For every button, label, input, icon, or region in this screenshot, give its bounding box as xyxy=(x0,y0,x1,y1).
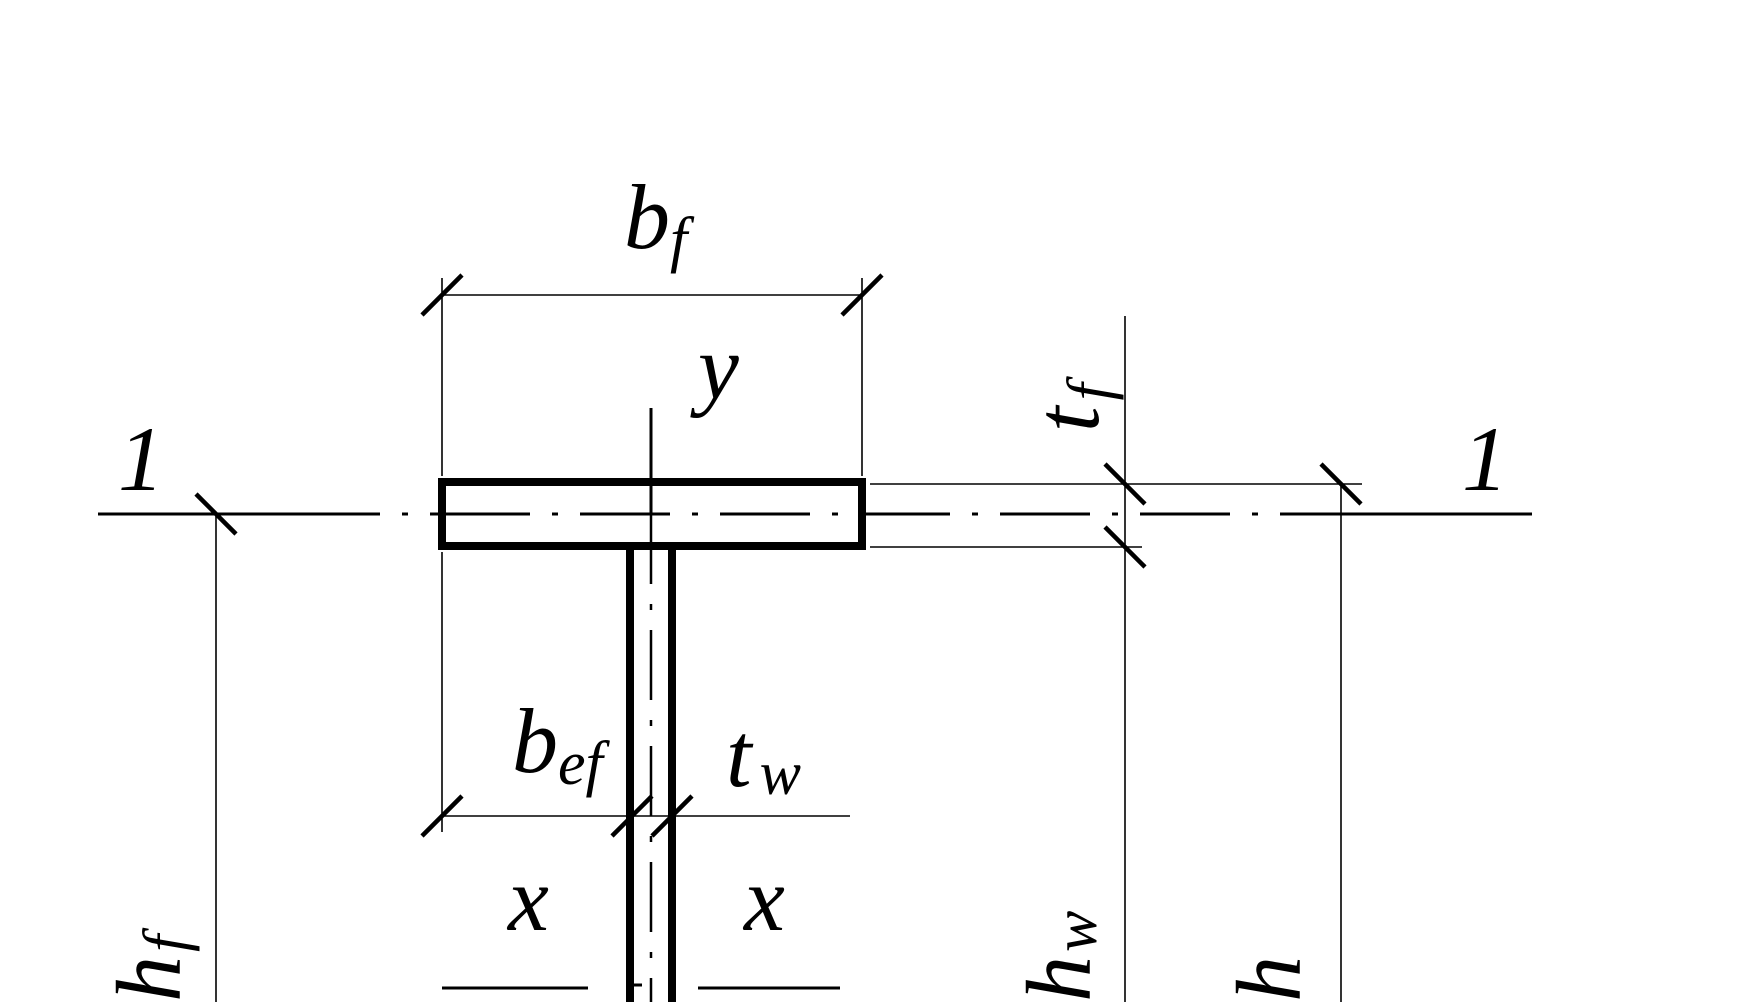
label-section-1-left: 1 xyxy=(118,408,164,510)
label-tf: tf xyxy=(1016,375,1124,432)
label-x-left: x xyxy=(506,848,549,950)
tick-tw-left xyxy=(610,794,654,838)
tick-bf-right xyxy=(840,273,884,317)
tick-tw-right xyxy=(650,794,694,838)
label-hw: hw xyxy=(1008,911,1110,1002)
tick-tf-bottom xyxy=(1103,525,1147,569)
tick-h-top xyxy=(1319,462,1363,506)
label-bf: bf xyxy=(624,166,695,274)
label-section-1-right: 1 xyxy=(1462,408,1508,510)
label-bef: bef xyxy=(512,690,611,798)
tick-bef-left xyxy=(420,794,464,838)
tick-tf-top xyxy=(1103,462,1147,506)
tick-hf-top xyxy=(194,492,238,536)
label-h: h xyxy=(1218,956,1320,1002)
label-x-right: x xyxy=(742,848,785,950)
tick-bf-left xyxy=(420,273,464,317)
label-y: y xyxy=(690,316,739,418)
label-hf: hf xyxy=(98,927,200,1002)
